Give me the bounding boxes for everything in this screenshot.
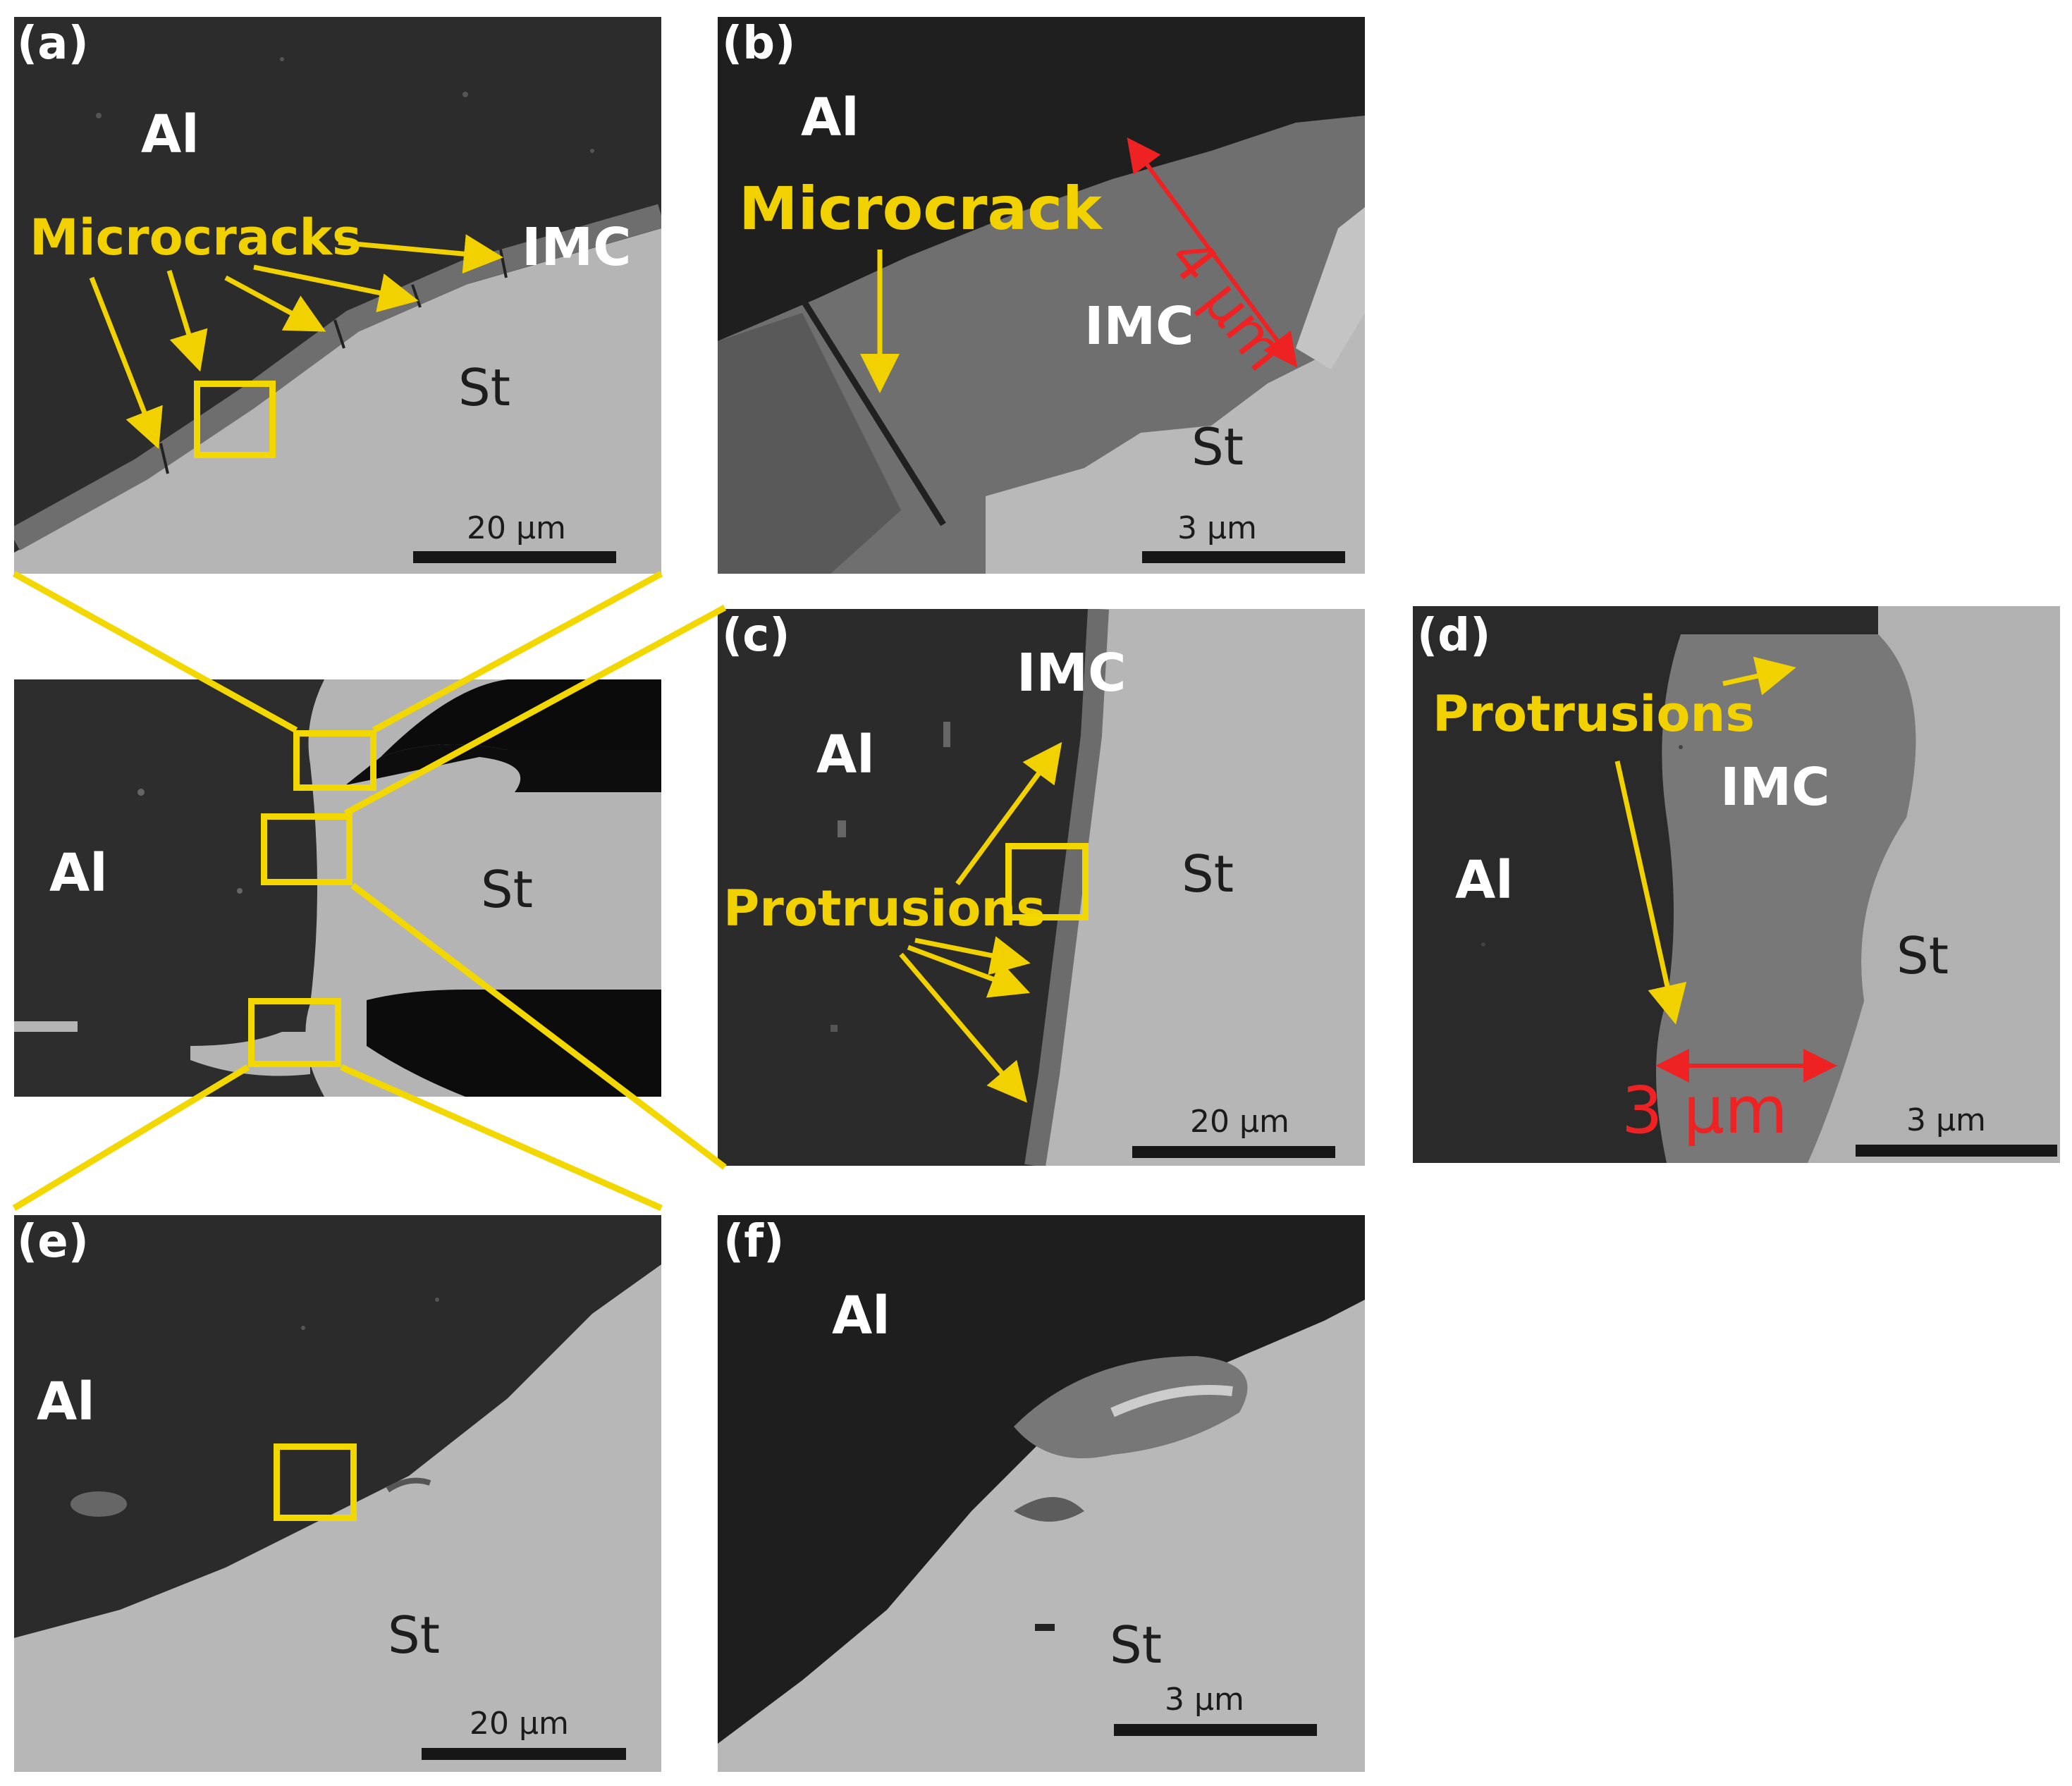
panel-overview-st-label: St xyxy=(481,860,533,919)
panel-d-measure-label: 3 µm xyxy=(1622,1073,1788,1148)
panel-a-tag: (a) xyxy=(17,18,89,70)
panel-f-scale-label: 3 µm xyxy=(1165,1682,1244,1718)
panel-f-tag: (f) xyxy=(723,1216,785,1268)
panel-f-al-label: Al xyxy=(832,1286,890,1346)
panel-e-scale-bar xyxy=(422,1748,626,1760)
panel-b-arrows xyxy=(860,137,1298,393)
panel-a: (a) Al IMC St Microcracks 20 µm xyxy=(14,17,661,574)
overview-box-bottom xyxy=(248,998,341,1067)
panel-b-al-label: Al xyxy=(801,87,859,148)
panel-f-micrograph xyxy=(718,1215,1365,1772)
panel-b-st-label: St xyxy=(1191,417,1244,476)
panel-c-scale-bar xyxy=(1132,1146,1335,1158)
overview-box-middle xyxy=(261,813,353,885)
panel-d-imc-label: IMC xyxy=(1720,757,1830,818)
overview-box-top xyxy=(293,730,376,791)
panel-f-st-label: St xyxy=(1110,1615,1162,1675)
panel-d-st-label: St xyxy=(1896,926,1949,985)
panel-d-scale-bar xyxy=(1856,1145,2057,1157)
panel-d-al-label: Al xyxy=(1455,850,1514,911)
panel-b-tag: (b) xyxy=(722,18,796,70)
panel-c-st-label: St xyxy=(1182,844,1234,904)
panel-e-tag: (e) xyxy=(17,1216,89,1268)
panel-overview-al-label: Al xyxy=(49,843,108,904)
panel-c-arrows xyxy=(899,741,1062,1103)
panel-a-scale-bar xyxy=(413,551,616,563)
panel-c-al-label: Al xyxy=(816,725,875,785)
panel-b-scale-bar xyxy=(1142,551,1345,563)
panel-e: (e) Al St 20 µm xyxy=(14,1215,661,1772)
panel-a-imc-label: IMC xyxy=(522,217,632,278)
panel-b: (b) Al IMC St Microcrack 4 µm 3 µm xyxy=(718,17,1365,574)
panel-d-arrows xyxy=(1614,656,1837,1083)
panel-c-zoom-box xyxy=(1005,843,1089,920)
panel-overview: Al St xyxy=(14,679,661,1097)
panel-c-imc-label: IMC xyxy=(1017,643,1127,703)
panel-c-tag: (c) xyxy=(722,610,790,662)
panel-d-scale-label: 3 µm xyxy=(1906,1102,1986,1138)
panel-d: (d) Al IMC St Protrusions 3 µm 3 µm xyxy=(1413,606,2060,1163)
panel-e-al-label: Al xyxy=(37,1372,95,1432)
panel-c-protrusions-label: Protrusions xyxy=(723,880,1046,937)
panel-f-scale-bar xyxy=(1114,1724,1317,1736)
panel-b-scale-label: 3 µm xyxy=(1177,510,1257,546)
panel-a-st-label: St xyxy=(458,358,510,417)
panel-e-scale-label: 20 µm xyxy=(470,1706,569,1742)
panel-c-scale-label: 20 µm xyxy=(1190,1104,1289,1140)
panel-a-arrows xyxy=(89,234,503,450)
panel-f: (f) Al St 3 µm xyxy=(718,1215,1365,1772)
panel-d-micrograph xyxy=(1413,606,2060,1163)
panel-a-al-label: Al xyxy=(141,104,200,165)
panel-d-tag: (d) xyxy=(1417,610,1491,662)
panel-c-micrograph xyxy=(718,609,1365,1166)
panel-b-microcrack-label: Microcrack xyxy=(739,174,1102,243)
panel-e-st-label: St xyxy=(388,1606,440,1665)
panel-a-microcracks-label: Microcracks xyxy=(30,209,362,266)
panel-a-scale-label: 20 µm xyxy=(467,510,566,546)
panel-a-zoom-box xyxy=(194,381,276,458)
panel-c: (c) Al IMC St Protrusions 20 µm xyxy=(718,609,1365,1166)
panel-d-protrusions-label: Protrusions xyxy=(1433,685,1755,743)
panel-e-zoom-box xyxy=(274,1443,357,1521)
